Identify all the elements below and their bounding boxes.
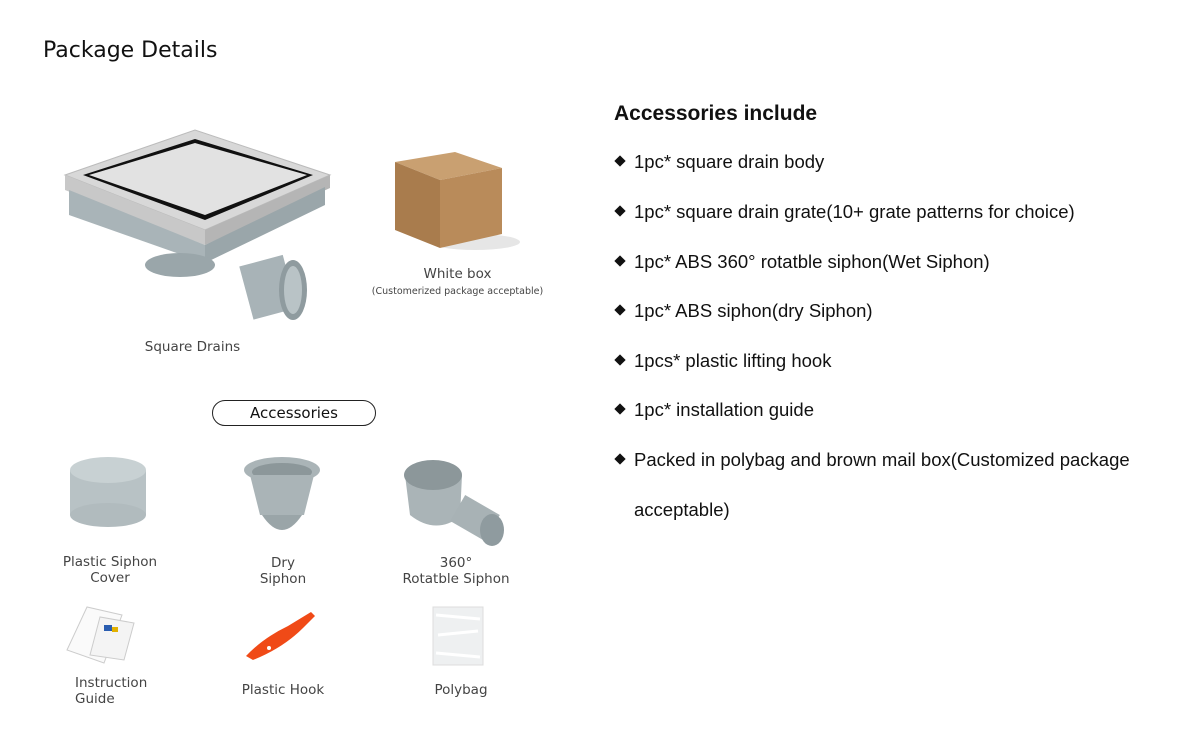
list-item: 1pc* ABS siphon(dry Siphon) [614, 300, 873, 322]
diamond-bullet-icon [614, 255, 626, 267]
caption-line: Cover [90, 570, 130, 586]
diamond-bullet-icon [614, 403, 626, 415]
accessory-caption: Plastic Hook [241, 682, 325, 698]
accessories-pill: Accessories [212, 400, 376, 426]
list-item-text: Packed in polybag and brown mail box(Cus… [634, 449, 1130, 470]
white-box-caption: White box [423, 266, 492, 282]
accessory-caption: 360°Rotatble Siphon [386, 555, 526, 587]
cardboard-box-image [395, 152, 520, 250]
siphon-cover-image [70, 457, 146, 527]
square-drain-image [63, 129, 332, 320]
caption-line: 360° [439, 555, 473, 571]
diamond-bullet-icon [614, 453, 626, 465]
dry-siphon-image [244, 457, 320, 530]
caption-line: Rotatble Siphon [402, 571, 510, 587]
list-item-text: 1pc* ABS 360° rotatble siphon(Wet Siphon… [634, 251, 990, 272]
list-item: 1pc* square drain grate(10+ grate patter… [614, 201, 1075, 223]
list-item-text: 1pc* installation guide [634, 399, 814, 420]
list-item: 1pc* square drain body [614, 151, 824, 173]
caption-line: Guide [75, 691, 115, 707]
diamond-bullet-icon [614, 155, 626, 167]
polybag-image [432, 606, 484, 666]
diamond-bullet-icon [614, 304, 626, 316]
instruction-guide-image [66, 606, 135, 664]
list-item-text: 1pc* ABS siphon(dry Siphon) [634, 300, 873, 321]
caption-line: Dry [271, 555, 295, 571]
caption-line: Plastic Siphon [62, 554, 158, 570]
caption-line: Siphon [259, 571, 307, 587]
white-box-note: (Customerized package acceptable) [371, 286, 544, 297]
list-item-continuation: acceptable) [634, 499, 730, 520]
plastic-hook-image [246, 612, 315, 660]
square-drains-caption: Square Drains [144, 339, 241, 355]
diamond-bullet-icon [614, 205, 626, 217]
diamond-bullet-icon [614, 354, 626, 366]
list-item: Packed in polybag and brown mail box(Cus… [614, 449, 1130, 471]
accessories-include-heading: Accessories include [614, 102, 818, 125]
rotatable-siphon-image [404, 460, 504, 546]
page-title: Package Details [43, 38, 218, 63]
list-item-text: 1pc* square drain body [634, 151, 825, 172]
accessory-caption: Polybag [434, 682, 488, 698]
list-item: 1pcs* plastic lifting hook [614, 350, 831, 372]
list-item: 1pc* ABS 360° rotatble siphon(Wet Siphon… [614, 251, 990, 273]
list-item-text: 1pc* square drain grate(10+ grate patter… [634, 201, 1075, 222]
caption-line: Instruction [75, 675, 148, 691]
list-item: 1pc* installation guide [614, 399, 814, 421]
list-item-text: 1pcs* plastic lifting hook [634, 350, 832, 371]
